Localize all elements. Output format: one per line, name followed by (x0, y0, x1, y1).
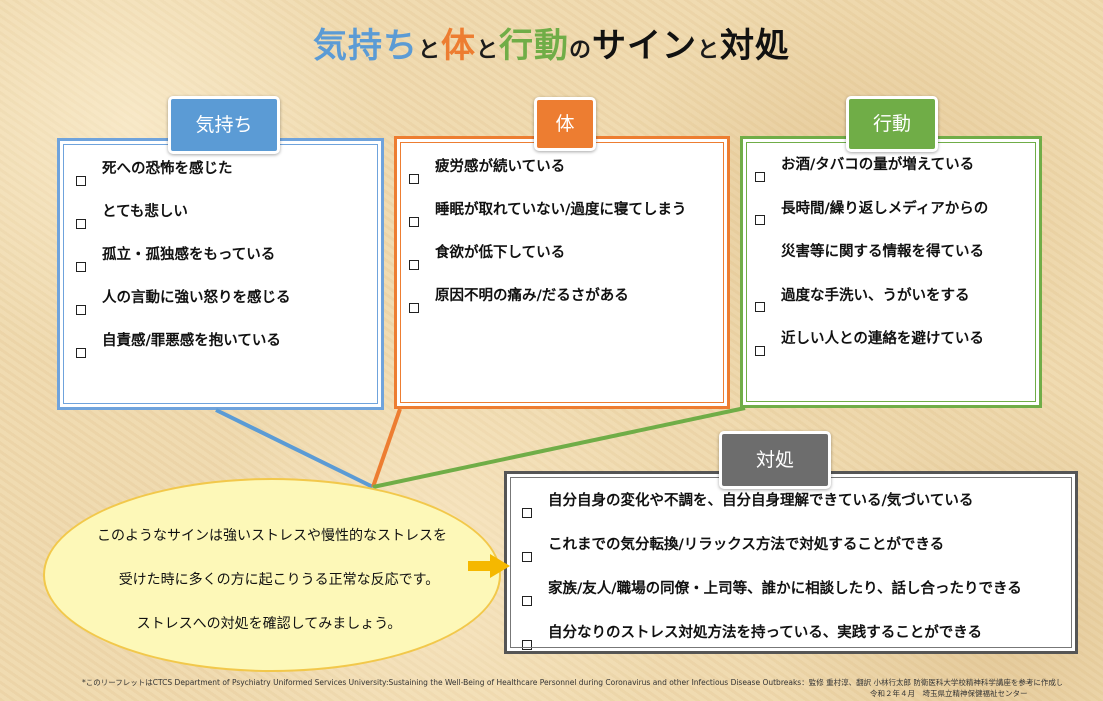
list-item: 死への恐怖を感じた (76, 159, 291, 202)
title-koudou: 行動 (499, 26, 569, 66)
list-item: 原因不明の痛み/だるさがある (409, 286, 686, 329)
list-item: これまでの気分転換/リラックス方法で対処することができる (522, 535, 1022, 579)
title-taisho: 対処 (720, 26, 791, 66)
koudou-box: お酒/タバコの量が増えている 長時間/繰り返しメディアからの 災害等に関する情報… (740, 136, 1042, 408)
checkbox-icon[interactable] (76, 347, 86, 358)
list-item: お酒/タバコの量が増えている (755, 155, 988, 199)
list-item: 自責感/罪悪感を抱いている (76, 331, 291, 374)
tab-koudou: 行動 (846, 96, 938, 152)
title-sign: サイン (592, 26, 698, 66)
list-item: 睡眠が取れていない/過度に寝てしまう (409, 200, 686, 243)
kimochi-box: 死への恐怖を感じた とても悲しい 孤立・孤独感をもっている 人の言動に強い怒りを… (57, 138, 384, 410)
connector-kimochi (215, 408, 374, 489)
list-item: とても悲しい (76, 202, 291, 245)
checkbox-icon[interactable] (522, 508, 532, 518)
checkbox-icon[interactable] (76, 218, 86, 229)
list-item: 過度な手洗い、うがいをする (755, 286, 988, 330)
title-particle: と (417, 38, 441, 63)
tab-karada: 体 (534, 97, 596, 151)
list-item: 長時間/繰り返しメディアからの (755, 199, 988, 243)
page-title: 気持ちと体と行動のサインと対処 (0, 18, 1103, 67)
bubble-line-2: 受けた時に多くの方に起こりうる正常な反応です。 (118, 572, 440, 588)
list-item: 家族/友人/職場の同僚・上司等、誰かに相談したり、話し合ったりできる (522, 579, 1022, 623)
taisho-list: 自分自身の変化や不調を、自分自身理解できている/気づいている これまでの気分転換… (522, 491, 1022, 667)
bubble-line-1: このようなサインは強いストレスや慢性的なストレスを (97, 528, 447, 544)
kimochi-list: 死への恐怖を感じた とても悲しい 孤立・孤独感をもっている 人の言動に強い怒りを… (76, 159, 291, 374)
checkbox-icon[interactable] (76, 304, 86, 315)
tab-kimochi: 気持ち (168, 96, 280, 154)
checkbox-icon[interactable] (522, 552, 532, 562)
list-item: 自分自身の変化や不調を、自分自身理解できている/気づいている (522, 491, 1022, 535)
list-item: 人の言動に強い怒りを感じる (76, 288, 291, 331)
footnote-source: *このリーフレットはCTCS Department of Psychiatry … (82, 678, 1062, 687)
checkbox-icon[interactable] (409, 302, 419, 313)
checkbox-icon[interactable] (409, 173, 419, 184)
checkbox-icon[interactable] (409, 216, 419, 227)
title-kimochi: 気持ち (312, 26, 418, 66)
checkbox-icon[interactable] (522, 640, 532, 650)
connector-karada (371, 408, 402, 488)
checkbox-icon[interactable] (755, 215, 765, 226)
list-item: 食欲が低下している (409, 243, 686, 286)
checkbox-icon[interactable] (755, 171, 765, 182)
title-particle: の (569, 38, 593, 63)
list-item: 自分なりのストレス対処方法を持っている、実践することができる (522, 623, 1022, 667)
title-particle: と (475, 38, 499, 63)
title-karada: 体 (440, 26, 476, 66)
karada-list: 疲労感が続いている 睡眠が取れていない/過度に寝てしまう 食欲が低下している 原… (409, 157, 686, 329)
checkbox-icon[interactable] (76, 261, 86, 272)
bubble-text: このようなサインは強いストレスや慢性的なストレスを 受けた時に多くの方に起こりう… (43, 526, 501, 658)
title-particle: と (697, 38, 721, 63)
right-arrow-icon (468, 554, 510, 578)
taisho-box: 自分自身の変化や不調を、自分自身理解できている/気づいている これまでの気分転換… (504, 471, 1078, 654)
checkbox-icon[interactable] (755, 302, 765, 313)
list-item: 疲労感が続いている (409, 157, 686, 200)
karada-box: 疲労感が続いている 睡眠が取れていない/過度に寝てしまう 食欲が低下している 原… (394, 136, 730, 409)
tab-taisho: 対処 (719, 431, 831, 489)
checkbox-icon[interactable] (76, 175, 86, 186)
list-item: 近しい人との連絡を避けている (755, 329, 988, 373)
footnote-publisher: 令和２年４月 埼玉県立精神保健福祉センター (870, 689, 1028, 698)
connector-koudou (372, 406, 746, 489)
checkbox-icon[interactable] (522, 596, 532, 606)
checkbox-icon[interactable] (755, 345, 765, 356)
list-item-continuation: 災害等に関する情報を得ている (781, 244, 984, 260)
list-item: 孤立・孤独感をもっている (76, 245, 291, 288)
koudou-list: お酒/タバコの量が増えている 長時間/繰り返しメディアからの 災害等に関する情報… (755, 155, 988, 373)
bubble-line-3: ストレスへの対処を確認してみましょう。 (136, 616, 402, 632)
speech-bubble (43, 478, 501, 672)
checkbox-icon[interactable] (409, 259, 419, 270)
